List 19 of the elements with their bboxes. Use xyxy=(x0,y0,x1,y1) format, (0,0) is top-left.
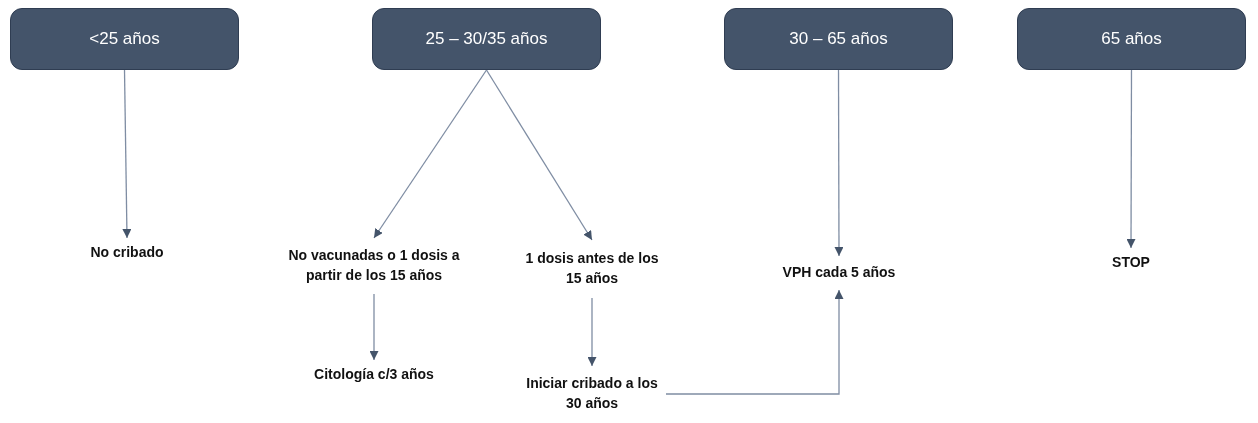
arrow xyxy=(665,289,844,395)
outcome-text: 1 dosis antes de los 15 años xyxy=(525,240,659,298)
age-group-box: 65 años xyxy=(1017,8,1246,70)
outcome-text: Iniciar cribado a los 30 años xyxy=(518,366,666,422)
outcome-text: No cribado xyxy=(72,238,182,268)
age-group-box: 25 – 30/35 años xyxy=(372,8,601,70)
outcome-text: No vacunadas o 1 dosis a partir de los 15 años xyxy=(270,238,478,294)
outcome-text: VPH cada 5 años xyxy=(774,256,904,290)
arrow xyxy=(485,69,593,241)
arrow xyxy=(1126,69,1136,249)
outcome-text: STOP xyxy=(1096,248,1166,278)
outcome-text: Citología c/3 años xyxy=(289,360,459,390)
arrow xyxy=(373,69,488,239)
arrow xyxy=(834,69,844,257)
arrow xyxy=(369,293,379,361)
age-group-box: 30 – 65 años xyxy=(724,8,953,70)
arrow xyxy=(122,69,132,239)
arrow xyxy=(587,297,597,367)
age-group-box: <25 años xyxy=(10,8,239,70)
